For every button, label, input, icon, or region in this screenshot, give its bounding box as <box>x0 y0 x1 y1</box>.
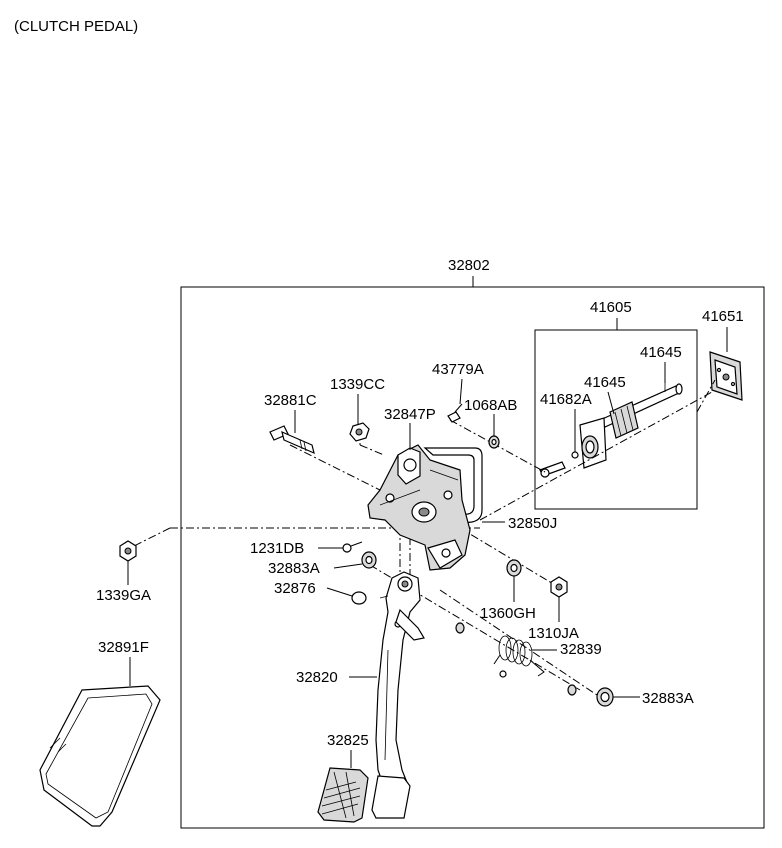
label-1231DB: 1231DB <box>250 540 304 557</box>
nut-1310JA <box>550 576 568 598</box>
label-1360GH: 1360GH <box>480 605 536 622</box>
label-41651: 41651 <box>702 308 744 325</box>
diagram-title: (CLUTCH PEDAL) <box>14 18 138 35</box>
label-41645-lower: 41645 <box>584 374 626 391</box>
label-1339GA: 1339GA <box>96 587 151 604</box>
bushing-32883A-upper <box>361 551 377 569</box>
pin-43779A <box>447 403 463 423</box>
label-32847P: 32847P <box>384 406 436 423</box>
pedal-pad-32825 <box>317 767 369 823</box>
master-cylinder-rod <box>539 383 683 478</box>
label-41682A: 41682A <box>540 391 592 408</box>
label-32891F: 32891F <box>98 639 149 656</box>
label-32839: 32839 <box>560 641 602 658</box>
pedal-bracket <box>367 444 483 571</box>
ring-32876 <box>351 591 367 605</box>
label-43779A: 43779A <box>432 361 484 378</box>
label-32881C: 32881C <box>264 392 317 409</box>
label-32802: 32802 <box>448 257 490 274</box>
label-32825: 32825 <box>327 732 369 749</box>
label-1068AB: 1068AB <box>464 397 517 414</box>
label-1310JA: 1310JA <box>528 625 579 642</box>
label-41645-upper: 41645 <box>640 344 682 361</box>
spring-clips <box>455 622 577 696</box>
label-32876: 32876 <box>274 580 316 597</box>
label-32850J: 32850J <box>508 515 557 532</box>
label-32883A-lower: 32883A <box>642 690 694 707</box>
label-32883A-upper: 32883A <box>268 560 320 577</box>
bushing-32883A-lower <box>596 687 614 707</box>
screw-1231DB <box>342 541 363 553</box>
nut-1339CC <box>349 422 370 442</box>
label-41605: 41605 <box>590 299 632 316</box>
bolt-32881C <box>269 425 315 455</box>
label-1339CC: 1339CC <box>330 376 385 393</box>
pedal-plate <box>371 775 411 819</box>
spacer-1360GH <box>506 559 522 577</box>
washer-1068AB <box>488 435 500 449</box>
cover-32891F <box>39 685 161 827</box>
spring-32839 <box>493 635 545 677</box>
nut-1339GA <box>119 540 137 562</box>
gasket-41651 <box>709 351 743 401</box>
label-32820: 32820 <box>296 669 338 686</box>
subassembly-frame-41605 <box>534 329 698 510</box>
pedal-arm-32820 <box>375 571 425 791</box>
